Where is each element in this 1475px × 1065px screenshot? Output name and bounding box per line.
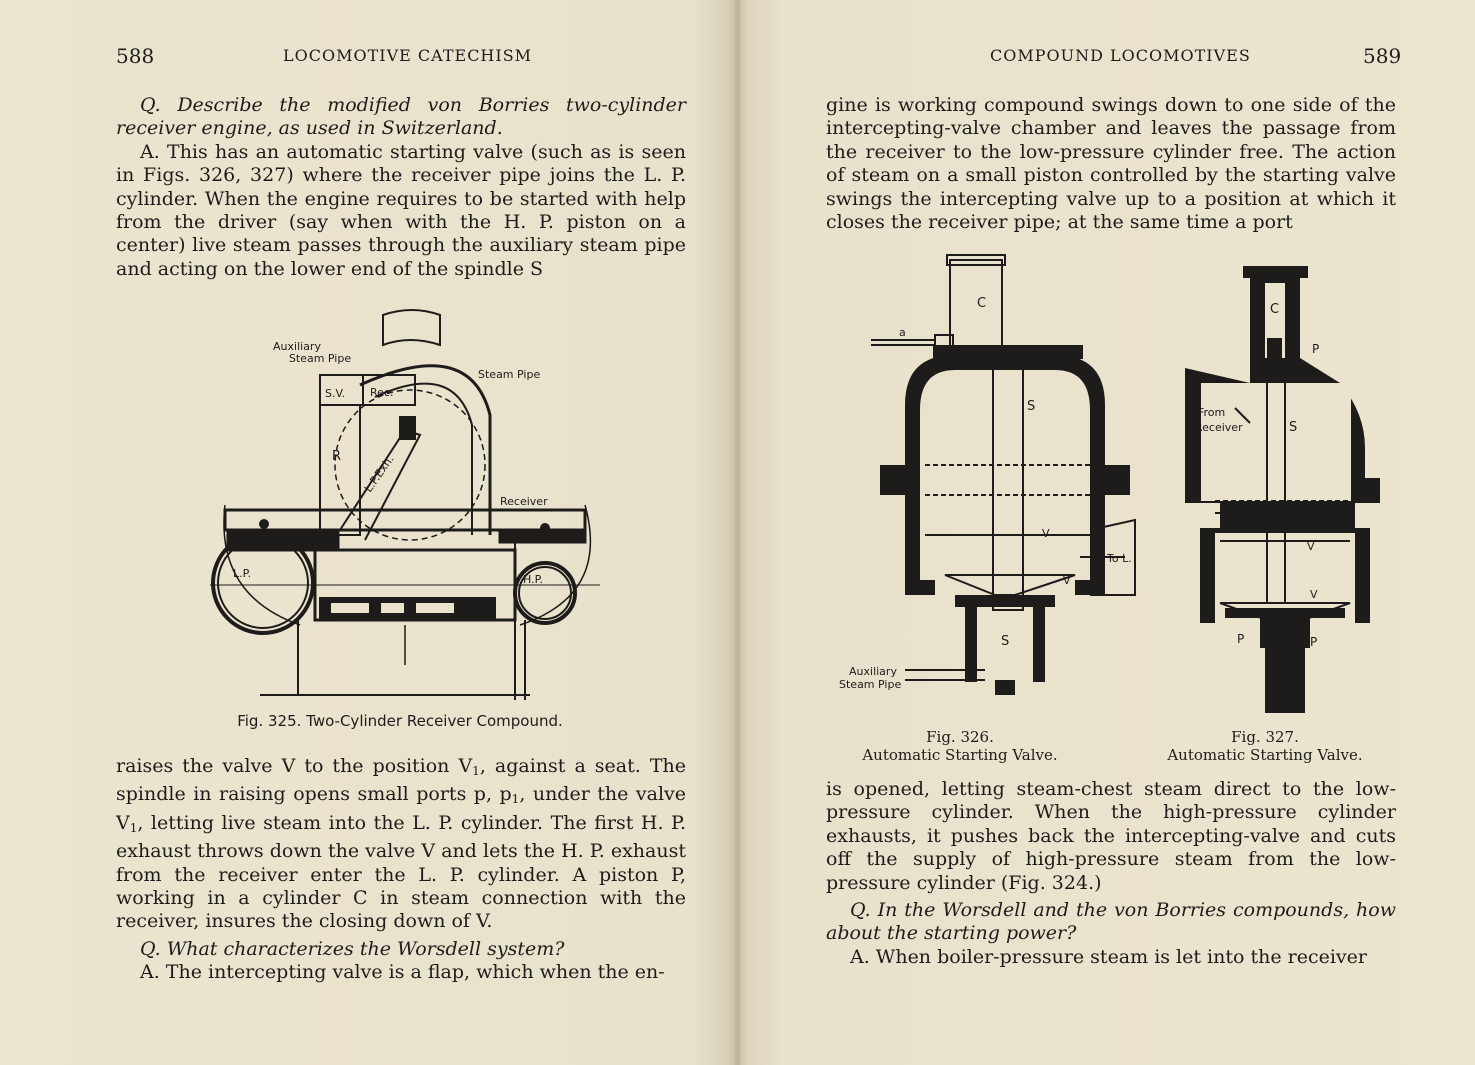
valve-explanation: raises the valve V to the position V1, a… xyxy=(116,755,687,933)
fig326-label-aux-1: Auxiliary xyxy=(849,665,897,678)
fig327-label-s1: S xyxy=(1289,420,1297,435)
fig327-label-from-1: From xyxy=(1198,406,1225,419)
fig326-label-v: V xyxy=(1063,574,1071,587)
fig326-title: Automatic Starting Valve. xyxy=(862,746,1058,764)
left-text-bottom: raises the valve V to the position V1, a… xyxy=(116,755,686,985)
figure-326-drawing: C a S V V To L. S Auxiliary Steam Pipe xyxy=(839,254,1136,695)
question-worsdell: Q. What characterizes the Worsdell syste… xyxy=(140,937,565,960)
question-von-borries: Q. Describe the modified von Borries two… xyxy=(116,94,686,140)
page-number-right: 589 xyxy=(1363,44,1402,68)
figure-325-caption: Fig. 325. Two-Cylinder Receiver Compound… xyxy=(237,712,563,730)
label-sv: S.V. xyxy=(325,387,345,400)
figure-325-drawing: Auxiliary Steam Pipe Steam Pipe S.V. Rec… xyxy=(210,309,600,700)
fig327-label-from-2: Receiver xyxy=(1195,421,1243,434)
right-page: COMPOUND LOCOMOTIVES 589 gine is working… xyxy=(740,0,1475,1065)
question-starting-power: Q. In the Worsdell and the von Borries c… xyxy=(826,899,1396,945)
fig327-number: Fig. 327. xyxy=(1231,728,1299,746)
fig326-number: Fig. 326. xyxy=(926,728,994,746)
right-text-bottom: is opened, letting steam-chest steam dir… xyxy=(826,778,1396,969)
fig326-label-aux-2: Steam Pipe xyxy=(839,678,901,691)
fig327-label-p-top: P xyxy=(1312,342,1319,356)
left-text-top: Q. Describe the modified von Borries two… xyxy=(116,94,686,281)
fig326-label-a: a xyxy=(899,326,906,339)
figure-327-drawing: C P From Receiver S V V P S P xyxy=(1185,266,1380,713)
label-rec: Rec. xyxy=(370,386,393,399)
answer-worsdell: A. The intercepting valve is a flap, whi… xyxy=(140,961,665,984)
fig327-caption: Fig. 327. Automatic Starting Valve. xyxy=(1140,728,1390,764)
label-steam-pipe: Steam Pipe xyxy=(478,368,540,381)
label-lp: L.P. xyxy=(233,567,251,580)
label-r: R xyxy=(332,449,341,464)
fig327-label-v1: V xyxy=(1307,540,1315,553)
fig327-label-s: S xyxy=(1271,647,1279,662)
fig327-label-c: C xyxy=(1270,302,1279,317)
answer-von-borries: A. This has an automatic starting valve … xyxy=(116,140,686,280)
fig326-label-to-l: To L. xyxy=(1106,552,1132,565)
book-gutter xyxy=(735,0,740,1065)
left-page: 588 LOCOMOTIVE CATECHISM Q. Describe the… xyxy=(0,0,736,1065)
label-hp: H.P. xyxy=(523,573,543,586)
fig326-label-v1: V xyxy=(1042,527,1050,540)
fig327-label-p-left: P xyxy=(1237,632,1244,646)
port-explanation: is opened, letting steam-chest steam dir… xyxy=(826,778,1396,894)
worsdell-continued: gine is working compound swings down to … xyxy=(826,94,1396,234)
fig326-label-s1: S xyxy=(1027,399,1035,414)
label-auxiliary-2: Steam Pipe xyxy=(289,352,351,365)
page-number-left: 588 xyxy=(116,44,155,68)
label-receiver: Receiver xyxy=(500,495,548,508)
fig326-label-s: S xyxy=(1001,634,1009,649)
fig326-label-c: C xyxy=(977,296,986,311)
fig327-label-p-right: P xyxy=(1310,635,1317,649)
running-head-right: COMPOUND LOCOMOTIVES xyxy=(990,46,1251,65)
answer-starting-power: A. When boiler-pressure steam is let int… xyxy=(850,945,1367,968)
fig327-label-v: V xyxy=(1310,588,1318,601)
right-text-top: gine is working compound swings down to … xyxy=(826,94,1396,234)
running-head-left: LOCOMOTIVE CATECHISM xyxy=(283,46,533,65)
label-auxiliary-1: Auxiliary xyxy=(273,340,321,353)
fig326-caption: Fig. 326. Automatic Starting Valve. xyxy=(830,728,1090,764)
fig327-title: Automatic Starting Valve. xyxy=(1167,746,1363,764)
